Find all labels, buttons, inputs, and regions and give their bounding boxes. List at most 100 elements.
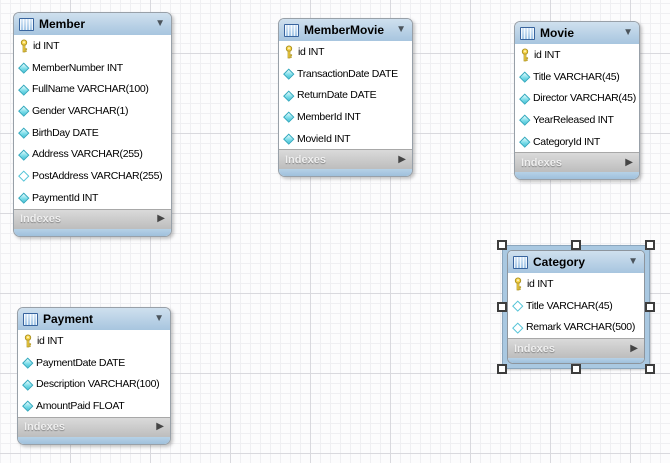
column-row[interactable]: CategoryId INT [515, 130, 639, 153]
column-row[interactable]: YearReleased INT [515, 109, 639, 131]
column-label: MemberId INT [297, 110, 361, 123]
column-row[interactable]: PostAddress VARCHAR(255) [14, 165, 171, 187]
indexes-label: Indexes [285, 153, 326, 166]
column-label: PaymentId INT [32, 191, 99, 204]
table-membermovie[interactable]: MemberMovie ▼ id INT TransactionDate DAT… [278, 18, 413, 178]
column-label: Title VARCHAR(45) [526, 299, 613, 312]
selection-handle[interactable] [571, 240, 581, 250]
table-icon [284, 23, 299, 37]
selection-handle[interactable] [571, 364, 581, 375]
table-footer [14, 228, 171, 236]
column-row[interactable]: Title VARCHAR(45) [515, 65, 639, 88]
diamond-filled-icon [19, 106, 28, 115]
table-header[interactable]: Category ▼ [508, 251, 644, 273]
column-row[interactable]: Description VARCHAR(100) [18, 373, 170, 396]
column-label: Title VARCHAR(45) [533, 70, 620, 83]
diamond-hollow-icon [19, 171, 28, 180]
expand-arrow-icon: ▶ [625, 156, 633, 168]
column-row[interactable]: id INT [515, 44, 639, 66]
column-label: id INT [298, 45, 325, 58]
table-payment[interactable]: Payment ▼ id INT PaymentDate DATE Descri… [17, 307, 171, 445]
column-label: AmountPaid FLOAT [36, 399, 125, 412]
column-list: id INT PaymentDate DATE Description VARC… [18, 330, 170, 417]
column-label: CategoryId INT [533, 135, 600, 148]
column-label: Address VARCHAR(255) [32, 148, 143, 161]
diamond-hollow-icon [513, 323, 522, 332]
selection-handle[interactable] [497, 240, 507, 250]
column-row[interactable]: PaymentId INT [14, 186, 171, 209]
collapse-arrow-icon[interactable]: ▼ [154, 313, 164, 324]
column-label: id INT [527, 277, 554, 290]
table-title: Movie [540, 26, 575, 40]
indexes-bar[interactable]: Indexes ▶ [515, 152, 639, 173]
indexes-bar[interactable]: Indexes ▶ [18, 416, 170, 437]
column-label: Description VARCHAR(100) [36, 378, 160, 391]
column-row[interactable]: Remark VARCHAR(500) [508, 316, 644, 339]
selection-handle[interactable] [645, 364, 655, 375]
indexes-bar[interactable]: Indexes ▶ [279, 149, 412, 170]
indexes-bar[interactable]: Indexes ▶ [14, 208, 171, 229]
column-row[interactable]: id INT [508, 273, 644, 295]
column-row[interactable]: BirthDay DATE [14, 121, 171, 144]
column-label: PostAddress VARCHAR(255) [32, 169, 163, 182]
collapse-arrow-icon[interactable]: ▼ [155, 18, 165, 29]
column-row[interactable]: MemberId INT [279, 106, 412, 128]
indexes-label: Indexes [24, 421, 65, 434]
table-header[interactable]: MemberMovie ▼ [279, 19, 412, 41]
diamond-filled-icon [520, 137, 529, 146]
table-footer [18, 436, 170, 444]
indexes-label: Indexes [514, 342, 555, 355]
collapse-arrow-icon[interactable]: ▼ [623, 27, 633, 38]
table-movie[interactable]: Movie ▼ id INT Title VARCHAR(45) Directo… [514, 21, 640, 181]
column-label: TransactionDate DATE [297, 67, 398, 80]
column-row[interactable]: Address VARCHAR(255) [14, 143, 171, 166]
diamond-filled-icon [23, 380, 32, 389]
selection-frame[interactable]: Category ▼ id INT Title VARCHAR(45) Rema… [497, 240, 655, 375]
key-icon [19, 39, 29, 53]
table-category[interactable]: Category ▼ id INT Title VARCHAR(45) Rema… [507, 250, 645, 365]
table-member[interactable]: Member ▼ id INT MemberNumber INT FullNam… [13, 12, 172, 237]
expand-arrow-icon: ▶ [157, 213, 165, 224]
column-row[interactable]: TransactionDate DATE [279, 62, 412, 85]
column-row[interactable]: ReturnDate DATE [279, 84, 412, 107]
table-footer [279, 169, 412, 177]
diamond-filled-icon [520, 94, 529, 103]
indexes-bar[interactable]: Indexes ▶ [508, 338, 644, 359]
diamond-filled-icon [19, 85, 28, 94]
table-header[interactable]: Member ▼ [14, 13, 171, 35]
column-label: MovieId INT [297, 132, 351, 145]
column-row[interactable]: MemberNumber INT [14, 56, 171, 79]
table-title: Category [533, 255, 586, 269]
column-label: YearReleased INT [533, 113, 614, 126]
column-label: id INT [37, 334, 64, 347]
selection-handle[interactable] [645, 302, 655, 313]
diamond-filled-icon [19, 128, 28, 137]
column-label: Director VARCHAR(45) [533, 92, 636, 105]
column-row[interactable]: AmountPaid FLOAT [18, 395, 170, 417]
column-row[interactable]: Title VARCHAR(45) [508, 294, 644, 317]
column-label: FullName VARCHAR(100) [32, 83, 149, 96]
selection-handle[interactable] [497, 302, 507, 313]
column-row[interactable]: FullName VARCHAR(100) [14, 78, 171, 101]
collapse-arrow-icon[interactable]: ▼ [628, 256, 638, 267]
column-row[interactable]: Director VARCHAR(45) [515, 87, 639, 110]
column-label: id INT [534, 48, 561, 61]
column-row[interactable]: MovieId INT [279, 127, 412, 150]
column-row[interactable]: id INT [14, 35, 171, 57]
expand-arrow-icon: ▶ [630, 342, 638, 354]
table-header[interactable]: Movie ▼ [515, 22, 639, 44]
column-label: PaymentDate DATE [36, 356, 125, 369]
table-title: Member [39, 17, 86, 31]
column-row[interactable]: Gender VARCHAR(1) [14, 100, 171, 122]
table-header[interactable]: Payment ▼ [18, 308, 170, 330]
selection-handle[interactable] [497, 364, 507, 375]
collapse-arrow-icon[interactable]: ▼ [396, 24, 406, 35]
column-row[interactable]: PaymentDate DATE [18, 351, 170, 374]
expand-arrow-icon: ▶ [156, 421, 164, 433]
selection-handle[interactable] [645, 240, 655, 250]
diamond-filled-icon [19, 150, 28, 159]
column-row[interactable]: id INT [279, 41, 412, 63]
column-row[interactable]: id INT [18, 330, 170, 352]
key-icon [23, 334, 33, 348]
